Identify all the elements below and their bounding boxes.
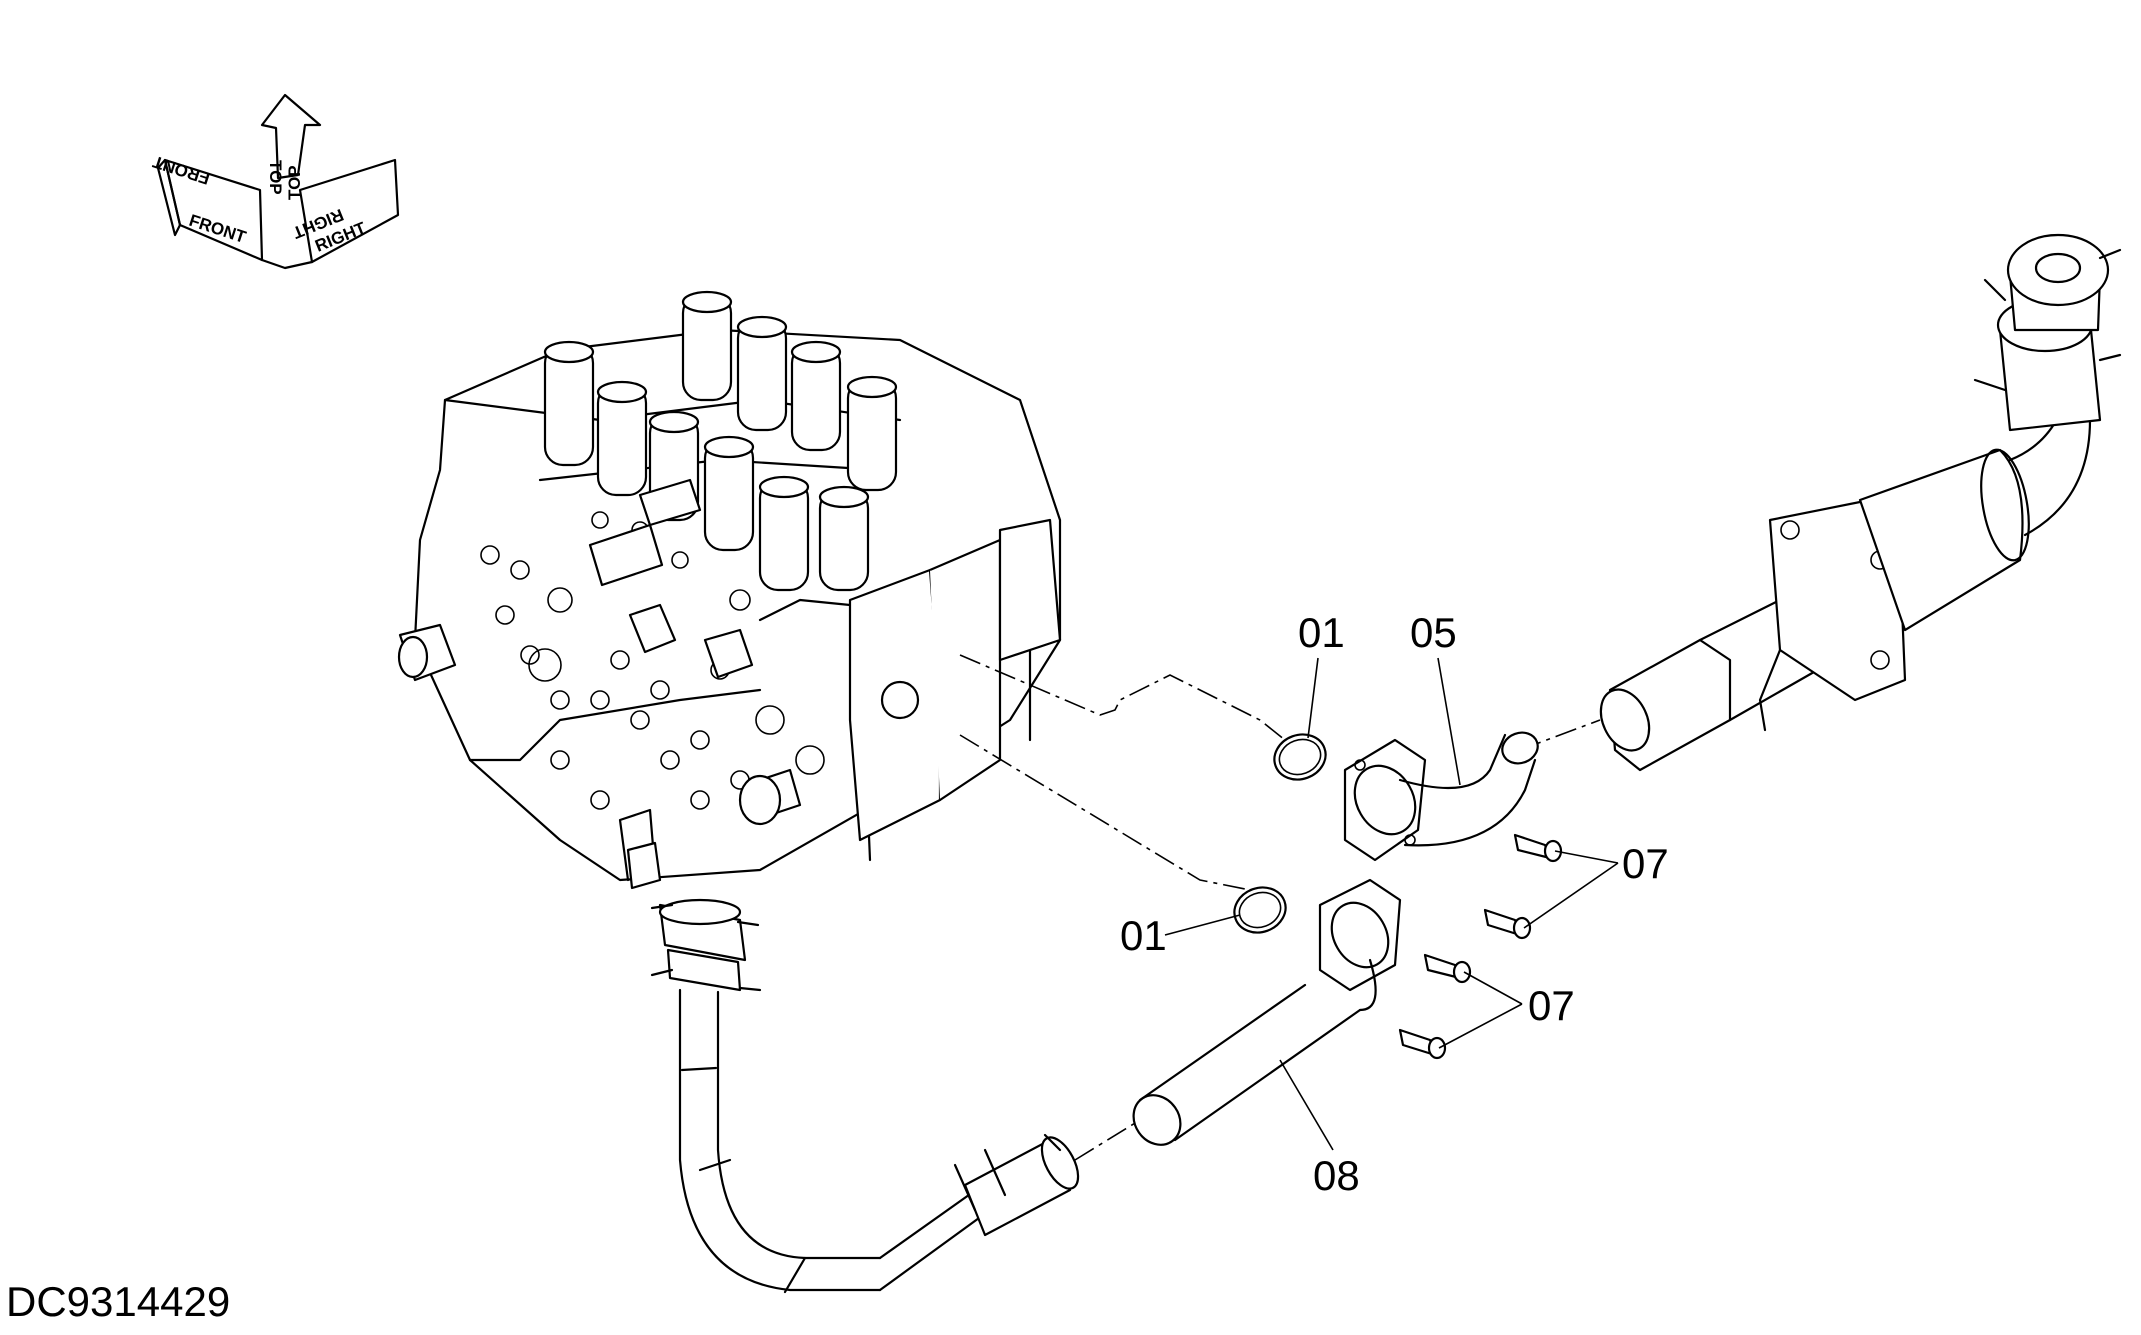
- assembly-line-lower: [959, 734, 1251, 891]
- orientation-label-top: TOP: [266, 160, 285, 195]
- elbow-pipe: [1343, 731, 1539, 862]
- bolts-lower: [1398, 953, 1472, 1060]
- spool-caps: [543, 290, 898, 592]
- callout-07-upper: 07: [1622, 840, 1669, 887]
- callout-05: 05: [1410, 609, 1457, 656]
- callout-08: 08: [1313, 1152, 1360, 1199]
- drawing-id: DC9314429: [6, 1278, 231, 1325]
- oring-lower: [1233, 886, 1287, 934]
- orientation-symbol: FRONT FRONT TOP TOP RIGHT RIGHT: [150, 93, 400, 270]
- assembly-line-upper: [959, 654, 1286, 741]
- control-valve: [397, 290, 1062, 890]
- oring-upper: [1273, 733, 1327, 781]
- orientation-label-front-mirror: FRONT: [150, 152, 212, 188]
- valve-fittings: [480, 478, 825, 826]
- callout-07-lower: 07: [1528, 982, 1575, 1029]
- callout-01-upper: 01: [1298, 609, 1345, 656]
- bolts-upper: [1483, 833, 1563, 940]
- callout-01-lower: 01: [1120, 912, 1167, 959]
- pump-assembly: [1599, 233, 2122, 772]
- orientation-label-top-mirror: TOP: [285, 165, 304, 200]
- suction-hose: [650, 898, 1141, 1294]
- callouts: 01 05 07 01 07 08: [1120, 609, 1669, 1199]
- straight-pipe: [1132, 878, 1402, 1146]
